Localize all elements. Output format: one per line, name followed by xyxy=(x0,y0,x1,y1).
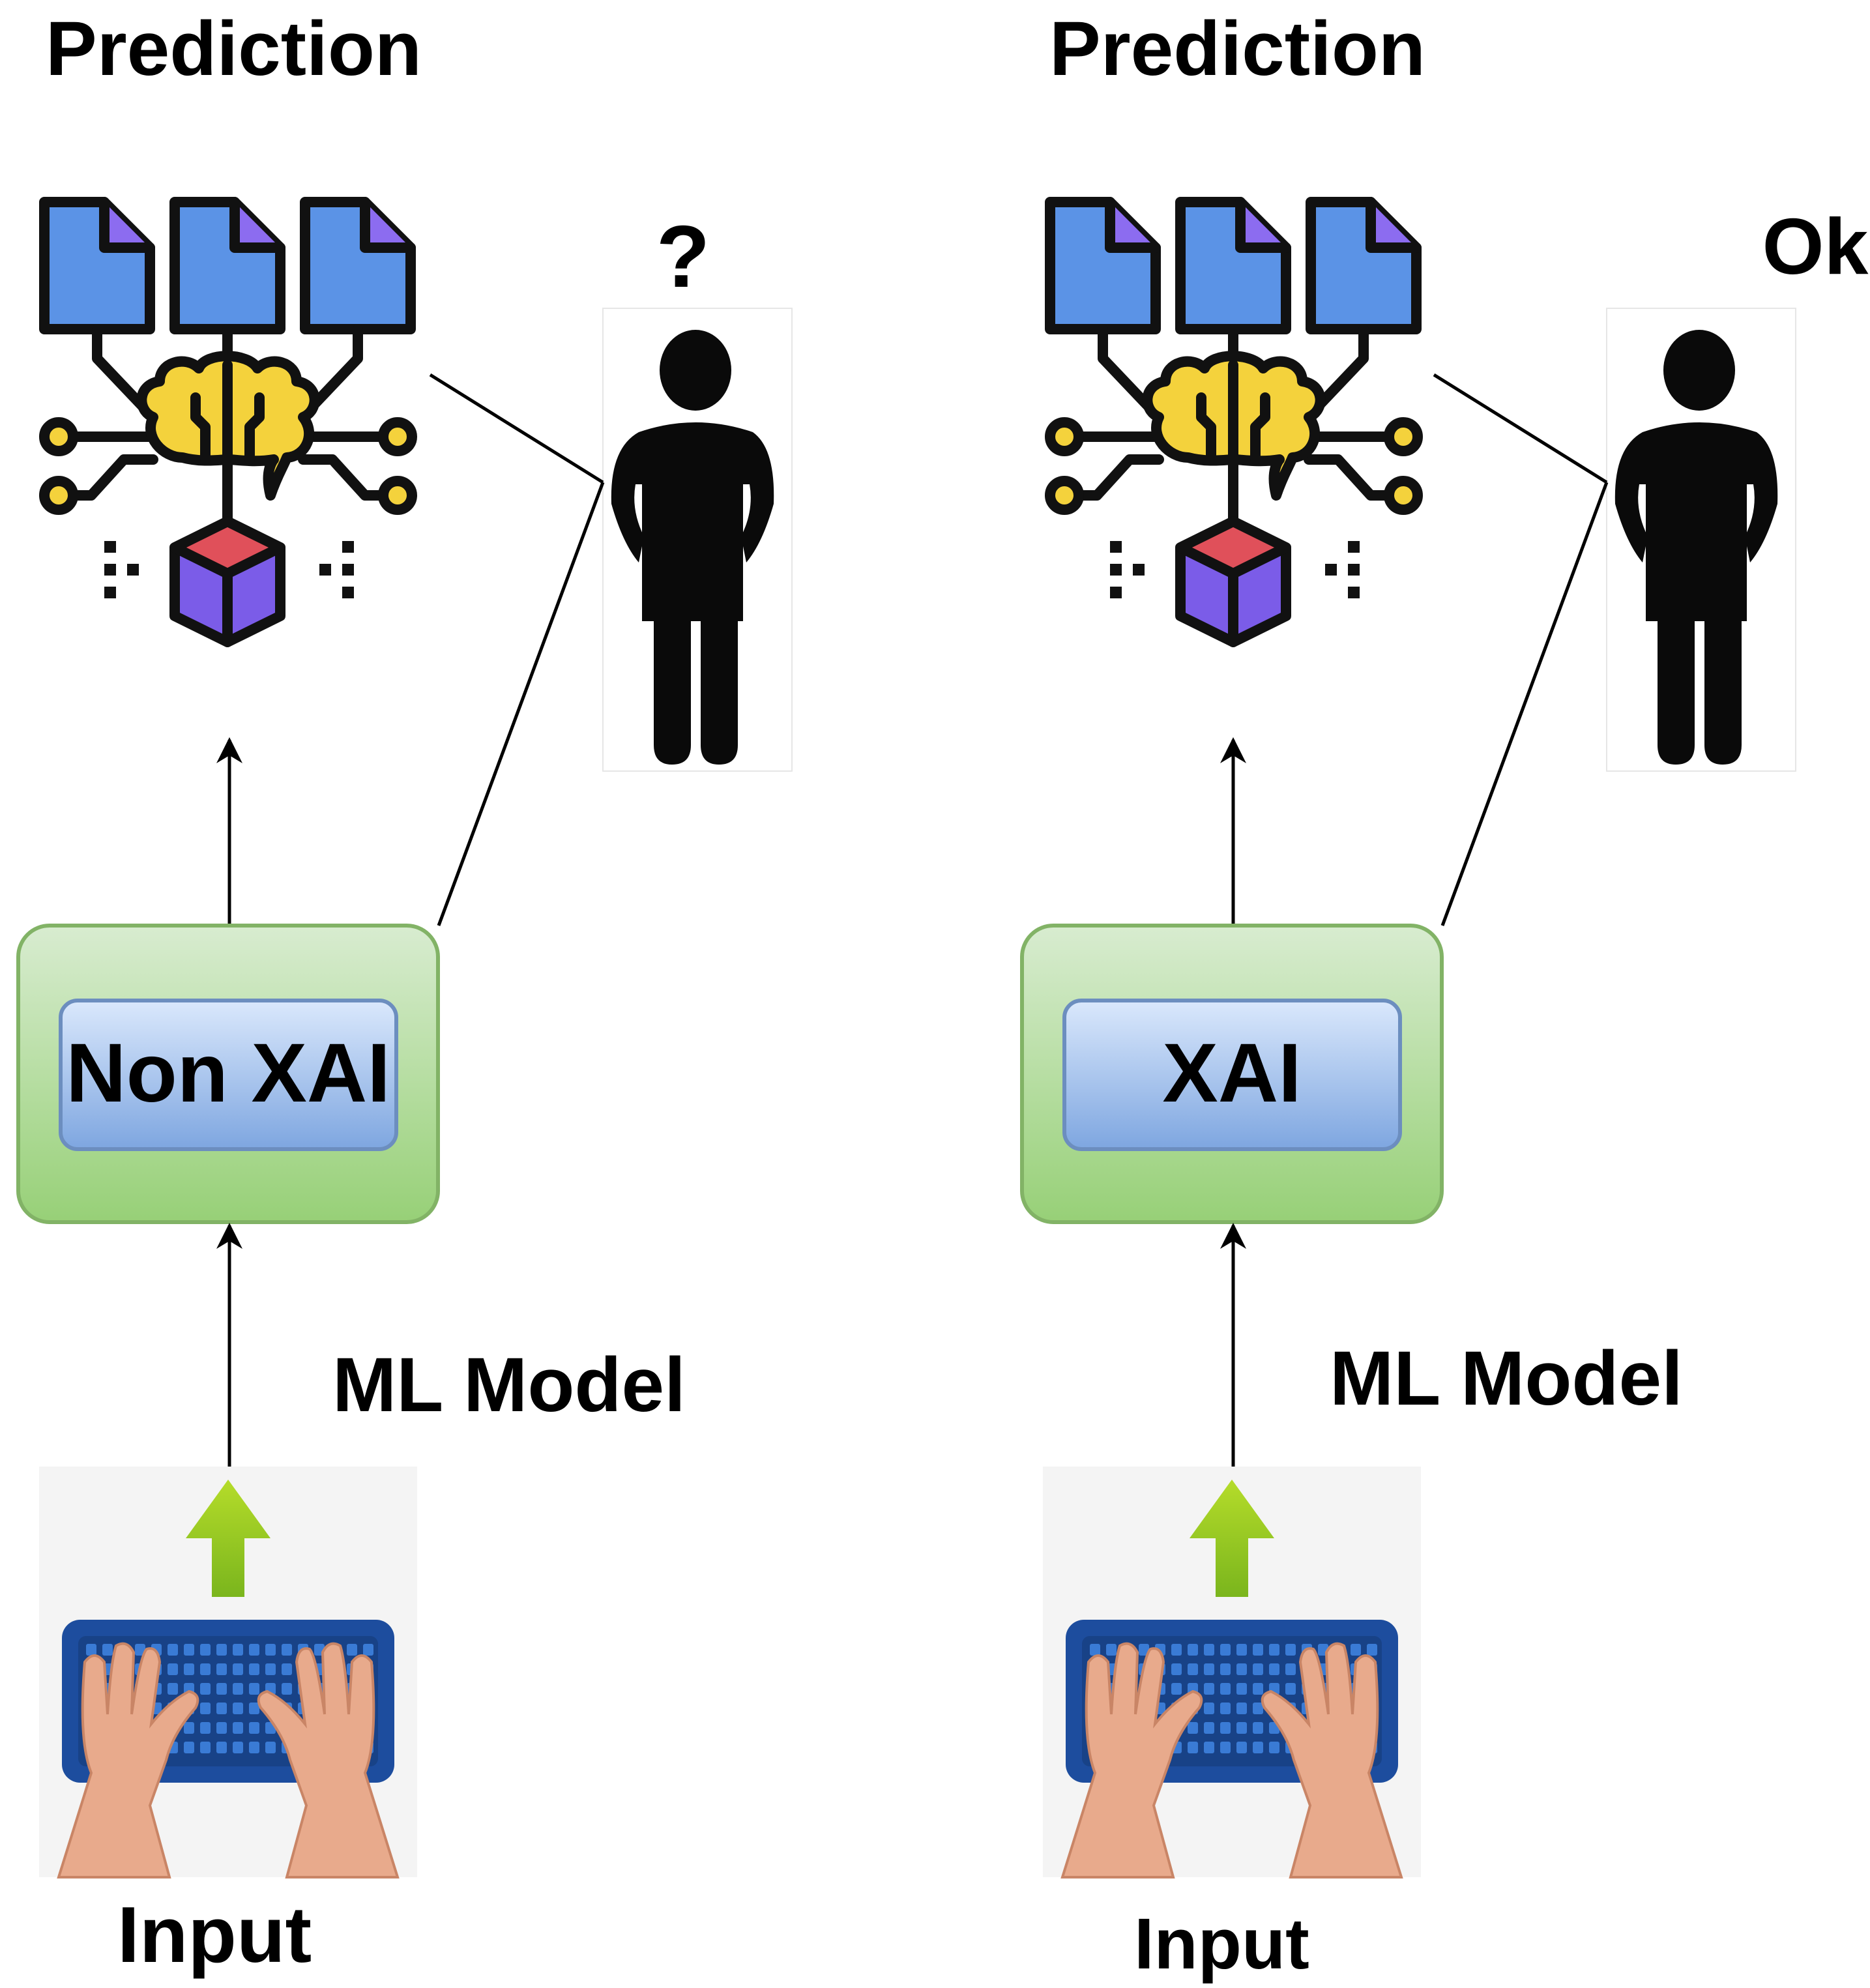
link-line xyxy=(1440,482,1609,926)
model-type-label: Non XAI xyxy=(66,1027,390,1120)
model-type-box xyxy=(1062,999,1402,1151)
model-type-label: XAI xyxy=(1162,1027,1301,1120)
keyboard-typing-icon xyxy=(1042,1465,1422,1878)
input-label: Input xyxy=(1134,1904,1309,1984)
right-panel: Prediction Ok XAI ML Model Input xyxy=(1020,6,1869,1984)
ai-prediction-icon xyxy=(44,202,412,642)
model-type-box xyxy=(59,999,398,1151)
person-icon xyxy=(1606,308,1796,772)
link-line xyxy=(437,482,605,926)
ml-model-label: ML Model xyxy=(332,1342,686,1428)
ai-prediction-icon xyxy=(1050,202,1418,642)
link-line xyxy=(429,373,604,484)
keyboard-typing-icon xyxy=(38,1465,418,1878)
reaction-mark: ? xyxy=(656,207,710,306)
ml-model-label: ML Model xyxy=(1330,1336,1683,1422)
prediction-title: Prediction xyxy=(46,6,422,92)
link-line xyxy=(1433,373,1608,484)
person-icon xyxy=(602,308,793,772)
reaction-mark: Ok xyxy=(1762,202,1869,291)
input-label: Input xyxy=(117,1890,312,1979)
left-panel: Prediction ? Non XAI ML Model Input xyxy=(16,6,793,1979)
prediction-title: Prediction xyxy=(1049,6,1425,92)
